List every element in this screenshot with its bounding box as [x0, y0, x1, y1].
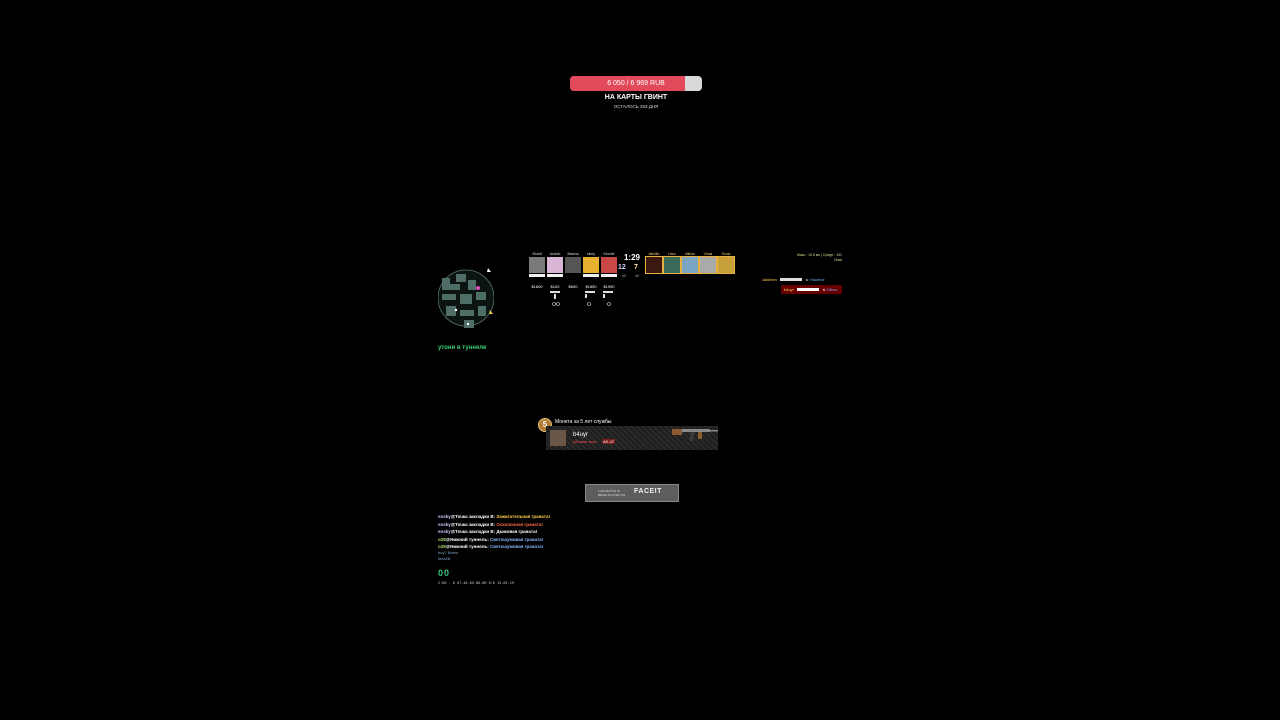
t-player-avatar [699, 256, 717, 274]
killfeed-victim: Dftow [826, 287, 838, 292]
ct-weapons-row [549, 290, 619, 308]
ct-player-avatar [547, 257, 563, 273]
achievement-player: b4uyr [573, 432, 589, 438]
chat-location: @Нижний туннель: [445, 536, 489, 542]
donation-goal-subtitle: ОСТАЛОСЬ 253 ДНЯ [613, 104, 659, 109]
chat-location: @Точка закладки B: [450, 514, 496, 519]
ct-player-health [583, 274, 599, 277]
killfeed-killer: Jakkhen [762, 277, 777, 282]
achievement-title: Монета за 5 лет службы [555, 419, 612, 425]
killfeed-victim: Haoleve [809, 277, 825, 282]
chat-line: ensky@Точка закладки B: Осколочная грана… [438, 521, 550, 529]
t-player-name: fallolllo [648, 252, 660, 256]
ct-player-health [601, 274, 617, 277]
ct-player-health [547, 274, 563, 277]
faceit-banner [585, 484, 679, 502]
faceit-logo: FACEIT [634, 488, 662, 495]
ct-player-name: Asoloh [549, 252, 561, 256]
chat-line: o28@Нижний туннель: Светошумовая граната… [438, 543, 550, 551]
chat-extra-line: buy7 Всего [438, 550, 459, 555]
skull-icon: ☠ [805, 277, 809, 282]
ct-alive-count: x3 [622, 274, 626, 278]
chat-log: ensky@Точка закладки B: Зажигательная гр… [438, 513, 550, 551]
ct-player-name: Batona [567, 252, 579, 256]
ct-player-avatar [601, 257, 617, 273]
t-alive-count: x5 [635, 274, 639, 278]
rifle-icon [780, 278, 803, 282]
match-info-points: Очки [833, 258, 842, 262]
t-player-name: sfikloe [685, 252, 695, 256]
ct-player-money: $1950 [603, 284, 615, 289]
achievement-weapon: AK-47 [602, 439, 616, 444]
chat-message: Осколочная граната! [496, 521, 543, 527]
t-player-name: Sonic [721, 252, 731, 256]
chat-location: @Точка закладки B: [450, 529, 496, 534]
killfeed-entry-own: b4uyr ☠ Dftow [781, 285, 842, 294]
ct-player-money: $600 [568, 284, 578, 289]
t-player-name: Vimal [703, 252, 713, 256]
ct-player-name: Slowit [532, 252, 542, 256]
chat-line: ensky@Точка закладки B: Дымовая граната! [438, 528, 550, 536]
chat-message: Зажигательная граната! [496, 514, 551, 519]
killfeed-entry: Jakkhen ☠ Haoleve [762, 275, 842, 284]
chat-location: @Нижний туннель: [445, 544, 489, 549]
chat-extra-line: lona28 [438, 556, 451, 561]
chat-author: ensky [438, 529, 451, 534]
ct-player-name: Kennie [603, 252, 615, 256]
t-player-name: Haro [668, 252, 676, 256]
ct-player-money: $100 [550, 284, 560, 289]
t-score: 7 [634, 264, 638, 271]
ct-player-avatar [529, 257, 545, 273]
chat-author: o28 [438, 536, 446, 542]
chat-extra: buy7 Всего lona28 [438, 550, 458, 562]
net-graph: 2:00 - 0 07-46-05-00-00 0:0 15-05-29 [438, 581, 514, 585]
ct-player-health [529, 274, 545, 277]
rifle-icon [797, 288, 820, 292]
achievement-description: убивает всех [573, 439, 598, 444]
ak47-icon [672, 424, 718, 444]
fps-counter: 00 [438, 568, 451, 578]
donation-goal-title: НА КАРТЫ ГВИНТ [604, 94, 668, 101]
match-info: Макс.: 10.5 мс | Средн.: 101 Очки [782, 253, 842, 263]
chat-line: ensky@Точка закладки B: Зажигательная гр… [438, 513, 550, 521]
radar-minimap [438, 258, 494, 338]
donation-goal-fill [570, 76, 685, 91]
radar-location-label: утони в туннеле [438, 345, 487, 351]
t-player-avatar [717, 256, 735, 274]
avatar [550, 430, 566, 446]
ct-player-money: $1850 [585, 284, 597, 289]
chat-message: Дымовая граната! [496, 529, 538, 534]
chat-author: ensky [438, 514, 451, 519]
match-info-ping: Макс.: 10.5 мс | Средн.: 101 [796, 253, 842, 257]
faceit-banner-text: THIS MATCH IS BEING PLAYED ON [598, 489, 626, 497]
ct-player-avatar [565, 257, 581, 273]
donation-goal-amount: 6 050 / 6 969 RUB [607, 80, 665, 87]
ct-score: 12 [618, 264, 626, 271]
chat-line: o28@Нижний туннель: Светошумовая граната… [438, 536, 550, 544]
t-player-avatar [645, 256, 663, 274]
round-timer: 1:29 [623, 253, 640, 262]
skull-icon: ☠ [822, 287, 826, 292]
ct-player-name: sikey [587, 252, 595, 256]
t-player-avatar [681, 256, 699, 274]
ct-player-money: $1600 [531, 284, 543, 289]
chat-message: Светошумовая граната! [490, 536, 544, 542]
killfeed-killer: b4uyr [784, 287, 795, 292]
ct-player-avatar [583, 257, 599, 273]
donation-goal-bar: 6 050 / 6 969 RUB [570, 76, 702, 91]
chat-author: ensky [438, 521, 451, 527]
chat-author: o28 [438, 544, 446, 549]
chat-location: @Точка закладки B: [450, 521, 496, 527]
chat-message: Светошумовая граната! [490, 544, 544, 549]
t-player-avatar [663, 256, 681, 274]
